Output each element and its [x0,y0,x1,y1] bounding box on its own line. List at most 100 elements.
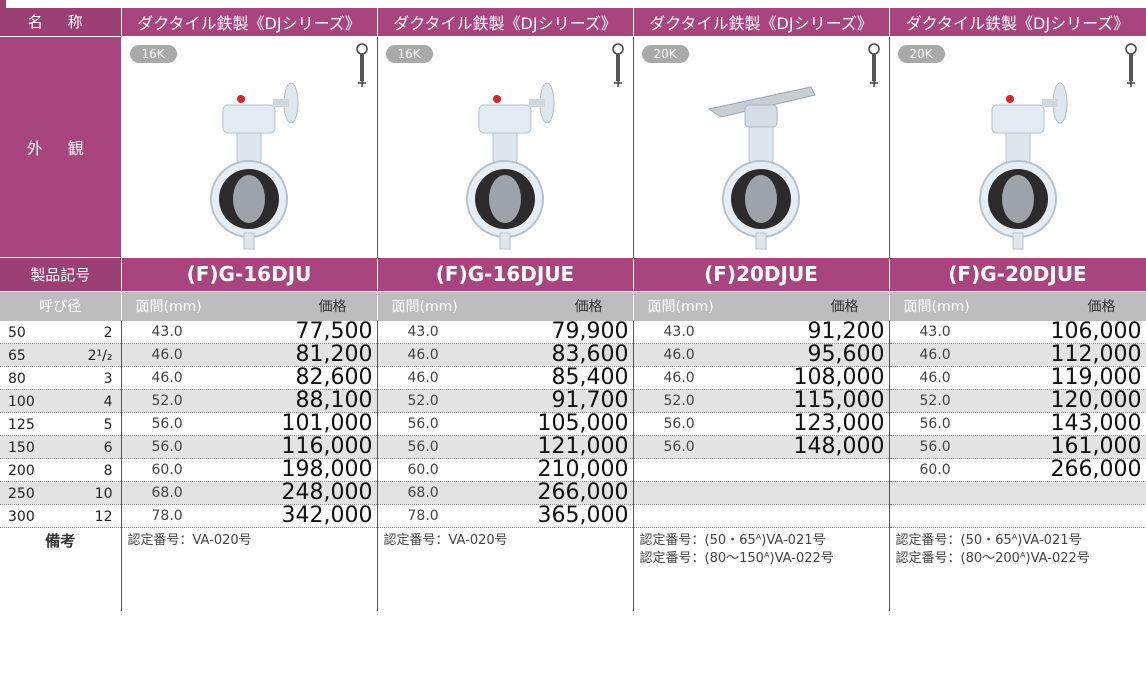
face-to-face-value: 52.0 [151,393,183,409]
series-name: ダクタイル鉄製《DJシリーズ》 [633,8,890,37]
size-mm: 250 [8,486,35,502]
face-to-face-value: 68.0 [407,485,439,501]
face-to-face-value: 46.0 [663,347,695,363]
size-inch: 4 [103,394,113,410]
size-inch: 3 [103,371,113,387]
face-to-face-value: 46.0 [663,370,695,386]
remarks-label: 備考 [0,527,122,611]
face-to-face-value: 52.0 [663,393,695,409]
face-to-face-value: 43.0 [919,324,951,340]
price-cell: 56.0 161,000 [889,435,1146,459]
face-to-face-label: 面間(mm) [135,299,202,316]
face-to-face-value: 56.0 [151,416,183,432]
gear-valve-photo [466,82,555,249]
face-to-face-label: 面間(mm) [391,299,458,316]
price-value: 120,000 [1050,389,1142,413]
price-cell: 56.0 143,000 [889,412,1146,436]
price-value: 266,000 [537,481,629,505]
header-row: 名 称 ダクタイル鉄製《DJシリーズ》 ダクタイル鉄製《DJシリーズ》 ダクタイ… [0,8,1146,37]
price-value: 108,000 [793,366,885,390]
price-value: 148,000 [793,435,885,459]
face-to-face-value: 46.0 [407,347,439,363]
price-value: 105,000 [537,412,629,436]
pressure-badge: 20K [897,44,945,63]
remarks-cell: 認定番号：(50・65ᴬ)VA-021号 認定番号：(80〜150ᴬ)VA-02… [633,527,890,611]
face-to-face-label: 面間(mm) [647,299,714,316]
price-value: 248,000 [281,481,373,505]
price-cell: 46.0 108,000 [633,366,890,390]
pressure-badge: 16K [129,44,177,63]
price-label: 価格 [574,299,603,316]
subheader-cell: 面間(mm)価格 [121,290,378,321]
product-image-cell: 20K [633,36,890,257]
remarks-cell: 認定番号：(50・65ᴬ)VA-021号 認定番号：(80〜200ᴬ)VA-02… [889,527,1146,611]
handle-icon [1124,42,1137,87]
appearance-label: 外 観 [0,36,122,257]
price-value: 161,000 [1050,435,1142,459]
subheader-cell: 面間(mm) 価格 [633,290,890,321]
price-value: 143,000 [1050,412,1142,436]
product-code: (F)20DJUE [633,256,890,291]
face-to-face-value: 56.0 [919,439,951,455]
size-mm: 65 [8,348,26,364]
price-value: 91,700 [551,389,629,413]
product-code: (F)G-16DJUE [377,256,634,291]
face-to-face-value: 46.0 [151,347,183,363]
size-inch: 10 [94,486,113,502]
price-value: 112,000 [1050,343,1142,367]
face-to-face-value: 56.0 [663,416,695,432]
face-to-face-label: 面間(mm) [903,299,970,316]
price-cell: 46.0 95,600 [633,343,890,367]
nominal-size-cell: 250 10 [0,481,122,505]
product-code: (F)G-20DJUE [889,256,1146,291]
price-value: 79,900 [551,321,629,344]
price-value: 77,500 [295,321,373,344]
price-value: 95,600 [807,343,885,367]
size-mm: 50 [8,325,26,341]
appearance-row: 外 観 16K 16K 20K 20K [0,36,1146,257]
handle-icon [355,42,368,87]
price-value: 198,000 [281,458,373,482]
product-image-cell: 16K [377,36,634,257]
price-cell [889,481,1146,505]
size-mm: 80 [8,371,26,387]
remarks-cell: 認定番号：VA-020号 [377,527,634,611]
face-to-face-value: 43.0 [407,324,439,340]
face-to-face-value: 60.0 [151,462,183,478]
price-value: 121,000 [537,435,629,459]
series-name: ダクタイル鉄製《DJシリーズ》 [121,8,378,37]
price-label: 価格 [830,299,859,316]
size-mm: 150 [8,440,35,456]
size-mm: 300 [8,509,35,525]
face-to-face-value: 56.0 [919,416,951,432]
price-cell: 60.0 198,000 [121,458,378,482]
gear-valve-photo [978,82,1067,249]
face-to-face-value: 52.0 [407,393,439,409]
face-to-face-value: 43.0 [663,324,695,340]
price-value: 85,400 [551,366,629,390]
size-inch: 2 [103,325,113,341]
series-name: ダクタイル鉄製《DJシリーズ》 [377,8,634,37]
handle-icon [611,42,624,87]
lever-valve-photo [707,85,816,249]
price-value: 82,600 [295,366,373,390]
price-cell: 68.0 266,000 [377,481,634,505]
price-cell: 43.0 79,900 [377,321,634,344]
product-image-cell: 16K [121,36,378,257]
remarks-cell: 認定番号：VA-020号 [121,527,378,611]
face-to-face-value: 46.0 [919,347,951,363]
face-to-face-value: 60.0 [407,462,439,478]
